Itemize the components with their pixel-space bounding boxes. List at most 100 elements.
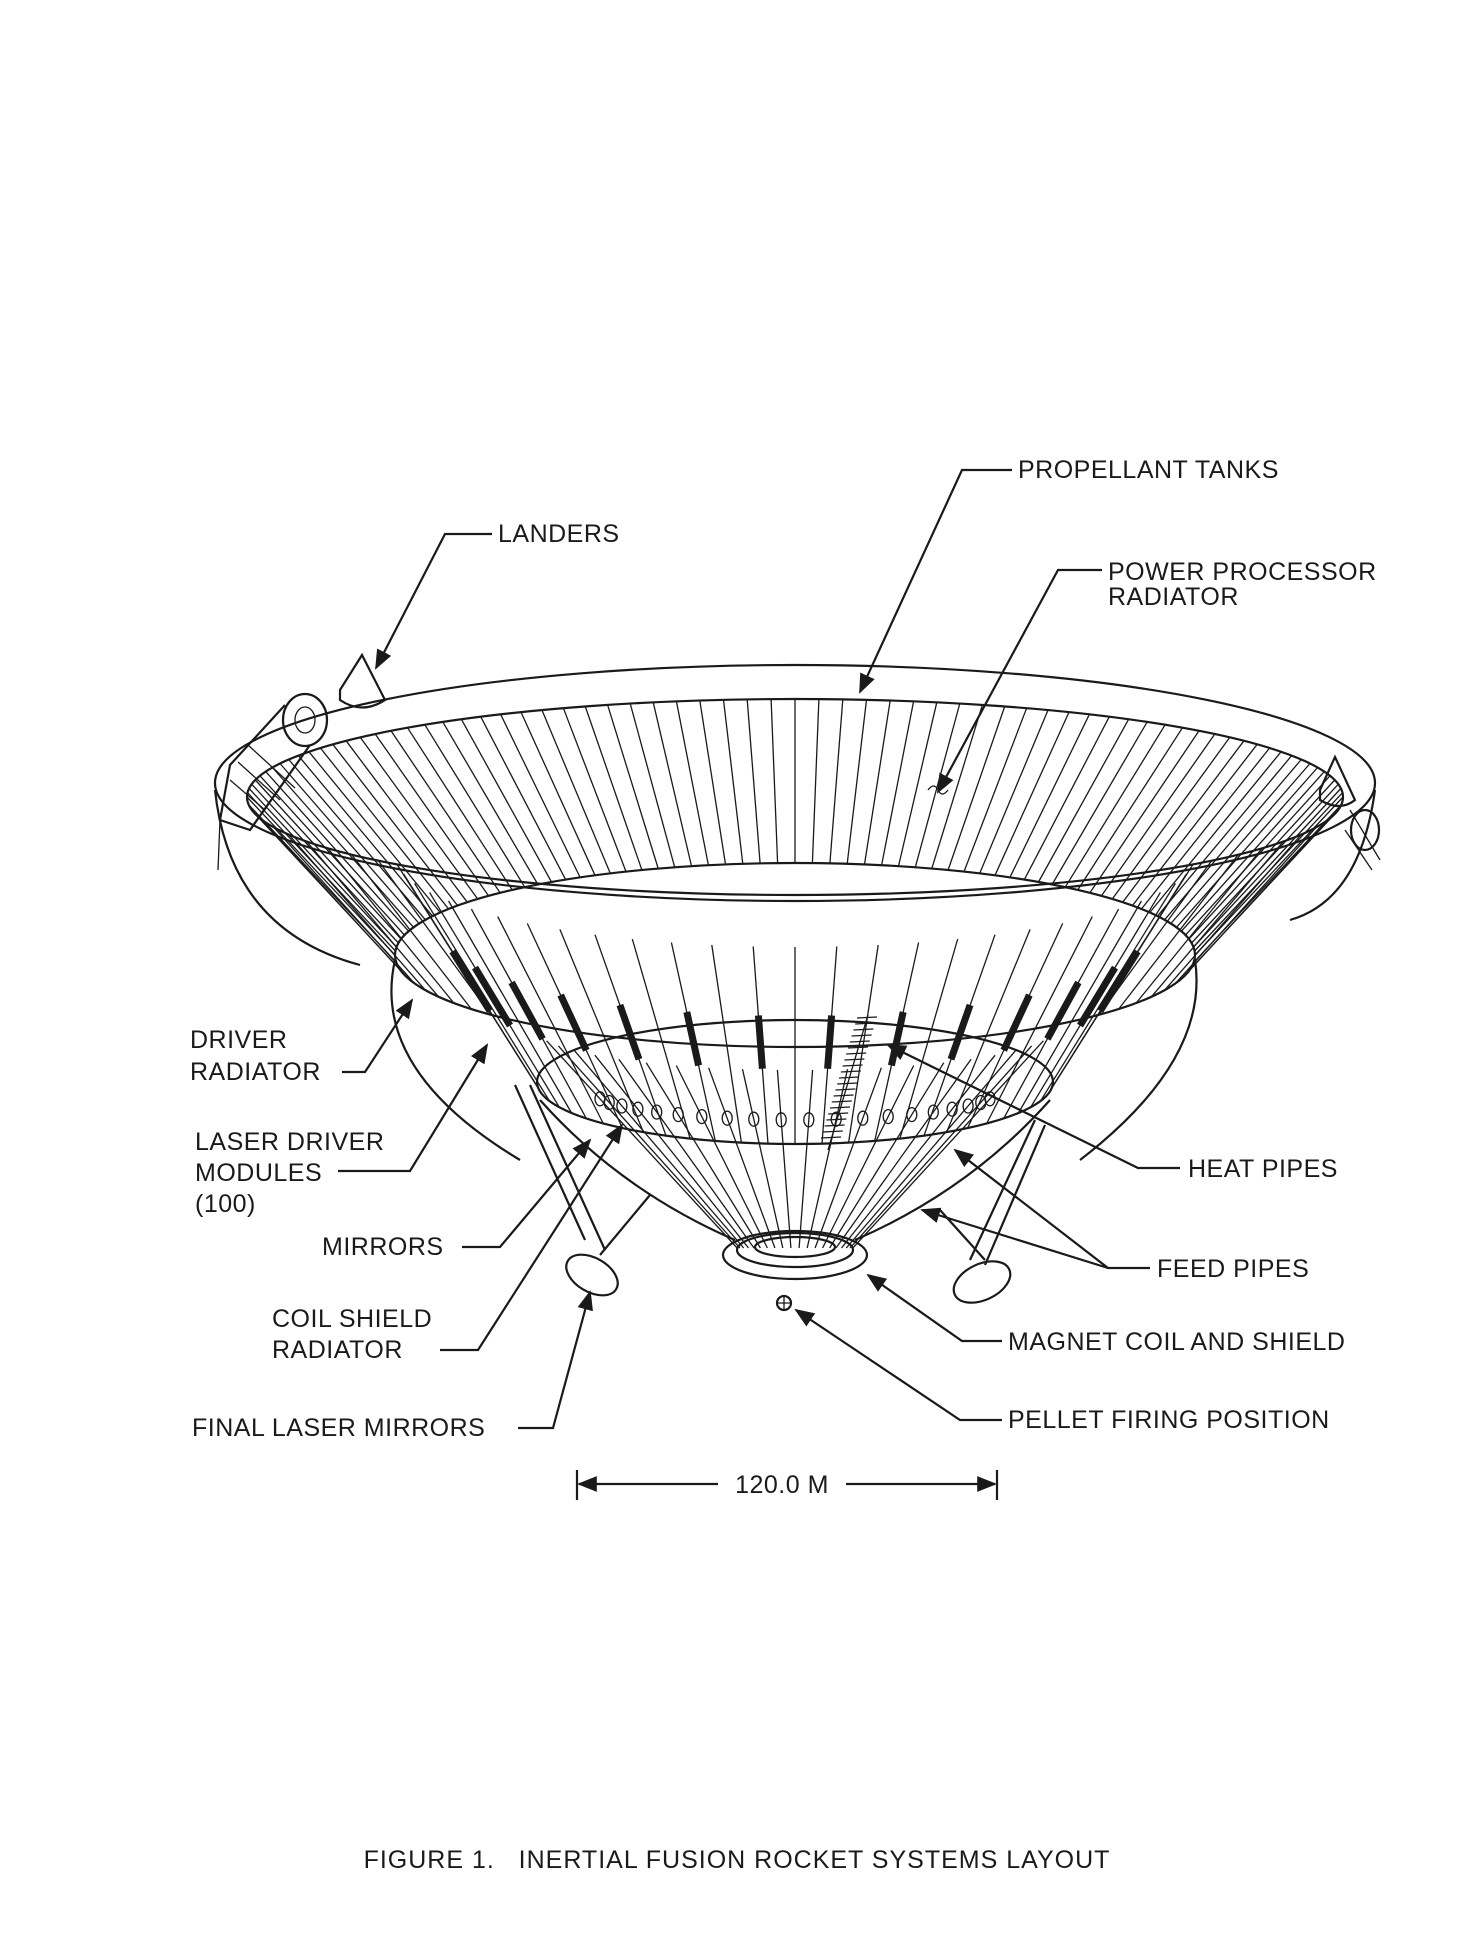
radiator-slat <box>279 763 420 924</box>
scale-bar-label: 120.0 M <box>735 1471 829 1499</box>
laser-driver-module <box>1044 980 1082 1041</box>
laser-driver-modules <box>449 949 1141 1069</box>
heat-pipe-tick <box>822 1130 843 1133</box>
label-magnet-coil-and-shield: MAGNET COIL AND SHIELD <box>1008 1328 1345 1356</box>
radiator-slat <box>1135 847 1263 1004</box>
driver-radiator-slat <box>1017 900 1142 1114</box>
label-feed-pipes: FEED PIPES <box>1157 1255 1309 1283</box>
radiator-slat <box>254 779 402 940</box>
laser-driver-module <box>449 949 493 1013</box>
radiator-slat <box>699 700 727 865</box>
propellant-tank-ring-outer <box>213 663 1377 903</box>
mirror <box>906 1106 918 1123</box>
radiator-slat <box>675 701 710 866</box>
radiator-slat <box>265 771 410 932</box>
radiator-slat <box>500 714 581 878</box>
heat-pipe-tick <box>856 1016 878 1019</box>
laser-driver-module <box>508 980 546 1041</box>
radiator-slat <box>1170 763 1311 924</box>
radiator-slat <box>914 703 961 868</box>
label-driver-radiator-2: RADIATOR <box>190 1058 321 1086</box>
mirror <box>696 1108 708 1125</box>
radiator-slat <box>1164 834 1302 991</box>
lander-left <box>217 652 387 871</box>
coil-shield-rib <box>840 1054 996 1249</box>
coil-shield-rib <box>546 1040 738 1249</box>
radiator-slat <box>259 775 405 936</box>
heat-pipe-tick <box>819 1142 840 1145</box>
driver-radiator-slat <box>631 938 691 1139</box>
strut-left-1 <box>513 1084 587 1241</box>
label-laser-driver-modules-1: LASER DRIVER <box>195 1128 384 1156</box>
coil-shield-rib <box>822 1065 915 1249</box>
label-final-laser-mirrors: FINAL LASER MIRRORS <box>192 1414 485 1442</box>
heat-pipe-tick <box>855 1022 876 1025</box>
radiator-slat <box>261 819 407 977</box>
radiator-slat <box>374 733 490 897</box>
callout-labels: PROPELLANT TANKS POWER PROCESSOR RADIATO… <box>190 456 1376 1442</box>
radiator-slat <box>606 704 659 869</box>
heat-pipe-tick <box>842 1064 863 1067</box>
radiator-slat <box>390 730 501 894</box>
radiator-slat <box>846 699 868 864</box>
laser-driver-module <box>557 993 590 1052</box>
heat-pipe-tick <box>846 1052 867 1055</box>
heat-pipe-tick <box>820 1136 842 1139</box>
coil-shield-rib <box>776 1069 792 1249</box>
radiator-slat <box>829 699 844 864</box>
heat-pipe-tick <box>835 1088 856 1091</box>
lower-cone-right <box>854 1099 1051 1242</box>
coil-shield-rib <box>618 1058 755 1249</box>
radiator-slat <box>994 711 1070 876</box>
radiator-slat <box>562 707 627 872</box>
heat-pipe-tick <box>844 1058 865 1061</box>
label-landers: LANDERS <box>498 520 620 548</box>
radiator-slat <box>1194 796 1344 956</box>
heat-pipe-tick <box>853 1028 874 1031</box>
leader-landers <box>375 532 492 670</box>
power-processor-radiator-mark <box>927 785 949 795</box>
radiator-slat <box>746 699 761 864</box>
coil-shield-rib <box>798 1069 814 1249</box>
heat-pipe-tick <box>831 1100 852 1103</box>
coil-shield-radiator-ribs <box>546 1040 1044 1249</box>
heat-pipe-tick <box>837 1082 858 1085</box>
leader-pellet-firing-position <box>794 1308 1002 1422</box>
radiator-slat <box>308 751 441 913</box>
radiator-slat <box>1077 727 1184 891</box>
coil-shield-rib <box>741 1069 784 1249</box>
radiator-slat <box>1185 775 1331 936</box>
leader-coil-shield-radiator <box>440 1123 624 1352</box>
laser-driver-module <box>1000 993 1033 1052</box>
radiator-slat <box>863 700 891 865</box>
leader-final-laser-mirrors <box>518 1290 593 1430</box>
radiator-slat <box>480 716 567 880</box>
mirror <box>672 1106 684 1123</box>
laser-driver-module <box>1077 965 1118 1028</box>
coil-shield-rib <box>574 1050 745 1249</box>
laser-driver-module <box>616 1003 643 1061</box>
radiator-slat <box>1111 736 1231 900</box>
radiator-slat <box>584 706 643 871</box>
radiator-slat <box>947 706 1006 871</box>
heat-pipe-spine <box>827 1014 869 1151</box>
leader-heat-pipes <box>886 1044 1180 1170</box>
cone-right-edge <box>1079 959 1198 1161</box>
heat-pipe-tick <box>833 1094 854 1097</box>
mirror <box>603 1094 615 1111</box>
leader-feed-pipes-2 <box>920 1207 1109 1270</box>
radiator-slat <box>520 711 596 876</box>
radiator-slat <box>1131 743 1258 906</box>
final-laser-mirror-right <box>952 1260 1012 1304</box>
radiator-slat <box>273 826 416 984</box>
radiator-slat <box>327 847 455 1004</box>
label-laser-driver-modules-2: MODULES <box>195 1159 322 1187</box>
radiator-slat <box>1037 718 1130 883</box>
radiator-slat <box>248 788 397 948</box>
driver-radiator-slat <box>986 916 1093 1124</box>
radiator-slat <box>629 703 676 868</box>
coil-shield-rib <box>675 1065 768 1249</box>
leader-laser-driver-modules <box>338 1043 489 1173</box>
mirror <box>927 1104 939 1120</box>
